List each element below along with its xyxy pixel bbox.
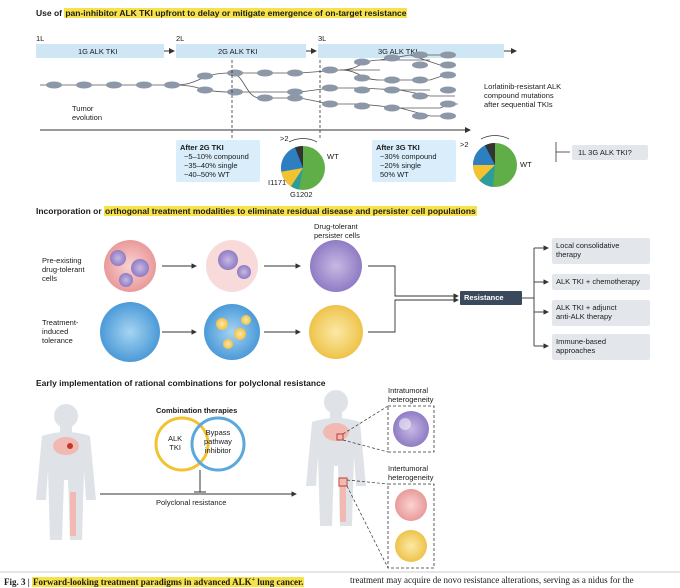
after-2g-item: ~5–10% compound — [184, 152, 249, 161]
venn-circle-bypass — [190, 416, 246, 472]
after-3g-box — [372, 140, 456, 182]
line-dividers — [231, 60, 321, 140]
venn-label-alk: ALK TKI — [168, 434, 183, 452]
pie-label-wt: WT — [327, 152, 339, 161]
line-tag-2l: 2L — [176, 34, 185, 43]
line-tag-1l: 1L — [36, 34, 45, 43]
line-label-1g: 1G ALK TKI — [78, 47, 118, 56]
after-2g-box — [176, 140, 260, 182]
cluster-preexisting — [104, 240, 156, 292]
bone-right — [340, 478, 346, 522]
intertumoral-label: Intertumoral heterogeneity — [388, 464, 434, 482]
lung-icon-left — [53, 437, 79, 455]
caption-title-text: Forward-looking treatment paradigms in a… — [32, 577, 252, 587]
option-tki-chemo: ALK TKI + chemotherapy — [552, 274, 650, 290]
lorlatinib-note-2: compound mutations — [484, 91, 554, 100]
lung-icon-right — [323, 423, 349, 441]
caption-title: Forward-looking treatment paradigms in a… — [31, 577, 305, 587]
cluster-persister-purple — [310, 240, 362, 292]
section1-title: Use of pan-inhibitor ALK TKI upfront to … — [36, 8, 408, 18]
after-3g-item: ~30% compound — [380, 152, 437, 161]
cluster-persister-yellow — [309, 305, 363, 359]
pie-label-g1202: G1202 — [290, 190, 313, 199]
section1-title-prefix: Use of — [36, 8, 65, 18]
preexisting-label: Pre-existing drug-tolerant cells — [42, 256, 85, 283]
bone-left — [70, 492, 76, 536]
lorlatinib-note-3: after sequential TKIs — [484, 100, 553, 109]
line-band-2g — [176, 44, 306, 58]
caption-title-end: lung cancer. — [255, 577, 304, 587]
line-tag-3l: 3L — [318, 34, 327, 43]
persister-label: Drug-tolerant persister cells — [314, 222, 360, 240]
after-3g-title: After 3G TKI — [376, 143, 420, 152]
intertumoral-cluster-yellow — [395, 530, 427, 562]
venn-inhibition — [194, 470, 206, 493]
section2-arrows — [162, 245, 549, 349]
pie-chart-after-3g — [473, 135, 517, 187]
induced-label: Treatment- induced tolerance — [42, 318, 79, 345]
caption-body: treatment may acquire de novo resistance… — [350, 575, 634, 585]
cluster-induced — [100, 302, 160, 362]
after-2g-item: ~35–40% single — [184, 161, 238, 170]
intratumoral-cluster — [393, 411, 429, 447]
caption-title-sup: + — [251, 577, 255, 583]
intertumoral-box — [387, 483, 435, 569]
figure-caption: Fig. 3 | Forward-looking treatment parad… — [4, 575, 305, 587]
pie-label-gt2-b: >2 — [460, 140, 469, 149]
polyclonal-label: Polyclonal resistance — [156, 498, 227, 507]
resistance-label: Resistance — [464, 293, 504, 302]
section3-title: Early implementation of rational combina… — [36, 378, 326, 388]
cluster-preexisting-treated — [206, 240, 258, 292]
caption-fig: Fig. 3 | — [4, 577, 32, 587]
after-2g-title: After 2G TKI — [180, 143, 224, 152]
pie-label-wt-b: WT — [520, 160, 532, 169]
after-3g-item: 50% WT — [380, 170, 409, 179]
after-3g-item: ~20% single — [380, 161, 422, 170]
line-label-3g: 3G ALK TKI — [378, 47, 418, 56]
option-tki-adjunct: ALK TKI + adjunct anti-ALK therapy — [552, 300, 650, 326]
intratumoral-label: Intratumoral heterogeneity — [388, 386, 434, 404]
line-band-3g — [318, 44, 504, 58]
question-box: 1L 3G ALK TKI? — [572, 145, 648, 160]
body-silhouette-left — [36, 404, 96, 540]
callout-lines — [342, 405, 389, 569]
body-silhouette-right — [306, 390, 366, 526]
intratumoral-box — [387, 405, 435, 453]
pie-label-gt2: >2 — [280, 134, 289, 143]
line-label-2g: 2G ALK TKI — [218, 47, 258, 56]
tumor-evolution-label: Tumor evolution — [72, 104, 103, 122]
combo-title: Combination therapies — [156, 406, 238, 415]
option-immune: Immune-based approaches — [552, 334, 650, 360]
lorlatinib-note-1: Lorlatinib-resistant ALK — [484, 82, 562, 91]
pie-label-i1171: I1171 — [268, 178, 287, 187]
section2-title-prefix: Incorporation or — [36, 206, 104, 216]
section2-title-highlight: orthogonal treatment modalities to elimi… — [104, 206, 477, 216]
after-2g-item: ~40–50% WT — [184, 170, 230, 179]
line-band-1g — [36, 44, 164, 58]
pie-chart-after-2g — [280, 138, 325, 190]
section1-title-highlight: pan-inhibitor ALK TKI upfront to delay o… — [64, 8, 408, 18]
q-bracket — [555, 142, 570, 162]
resistance-box — [460, 291, 522, 305]
venn-label-bypass: Bypass pathway inhibitor — [204, 428, 232, 455]
intertumoral-cluster-pink — [395, 489, 427, 521]
section2-title: Incorporation or orthogonal treatment mo… — [36, 206, 477, 216]
evolution-nodes — [46, 51, 456, 120]
cluster-induced-treated — [204, 304, 260, 360]
option-local-consolidative: Local consolidative therapy — [552, 238, 650, 264]
